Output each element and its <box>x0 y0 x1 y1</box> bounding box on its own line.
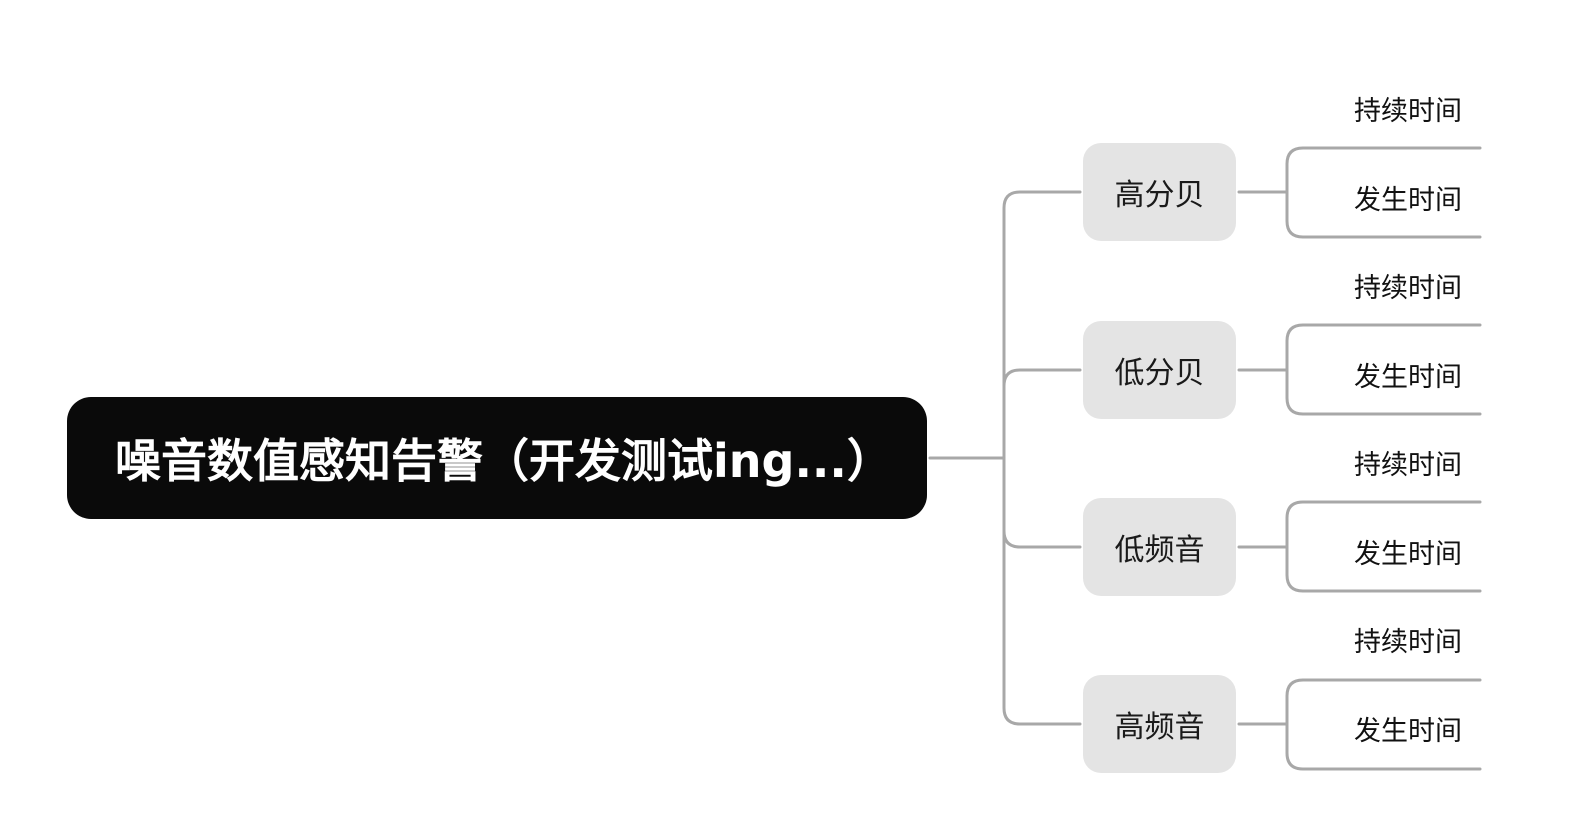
leaf-node-occurrence-time[interactable]: 发生时间 <box>1354 716 1462 747</box>
branch-node-label: 高频音 <box>1114 710 1205 745</box>
connector-branch-3-leaves <box>1285 500 1482 593</box>
leaf-node-duration[interactable]: 持续时间 <box>1354 273 1462 304</box>
leaf-node-occurrence-time[interactable]: 发生时间 <box>1354 362 1462 393</box>
leaf-node-occurrence-time[interactable]: 发生时间 <box>1354 185 1462 216</box>
leaf-node-duration[interactable]: 持续时间 <box>1354 450 1462 481</box>
branch-node-high-decibel[interactable]: 高分贝 <box>1083 143 1236 241</box>
leaf-node-occurrence-time[interactable]: 发生时间 <box>1354 539 1462 570</box>
branch-node-label: 低频音 <box>1114 533 1205 568</box>
leaf-node-duration[interactable]: 持续时间 <box>1354 627 1462 658</box>
connector-trunk-branch-2 <box>1002 368 1082 460</box>
root-node-label: 噪音数值感知告警（开发测试ing...） <box>115 434 893 488</box>
branch-node-label: 低分贝 <box>1114 356 1205 391</box>
branch-node-low-frequency[interactable]: 低频音 <box>1083 498 1236 596</box>
branch-node-low-decibel[interactable]: 低分贝 <box>1083 321 1236 419</box>
connector-branch-2-leaves <box>1285 323 1482 416</box>
root-node[interactable]: 噪音数值感知告警（开发测试ing...） <box>67 397 927 519</box>
connector-trunk-branch-3 <box>1002 456 1082 549</box>
connector-branch-4-leaves <box>1285 678 1482 771</box>
branch-node-high-frequency[interactable]: 高频音 <box>1083 675 1236 773</box>
connector-trunk-branch-1 <box>1002 190 1082 460</box>
connector-branch-1-leaves <box>1285 146 1482 239</box>
connector-trunk-branch-4 <box>1002 456 1082 726</box>
leaf-node-duration[interactable]: 持续时间 <box>1354 96 1462 127</box>
branch-node-label: 高分贝 <box>1114 178 1205 213</box>
